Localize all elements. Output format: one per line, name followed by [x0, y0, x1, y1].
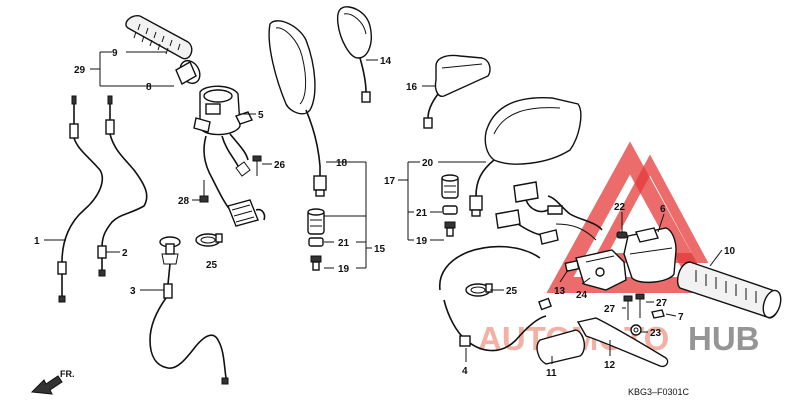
- left-mirror: [268, 20, 327, 197]
- callout-21-left: 21: [338, 238, 350, 249]
- callout-labels: 9 29 8 5 26 28 25 1 2 3 14 16 18 21 15 1…: [34, 48, 736, 379]
- callout-3: 3: [130, 286, 136, 297]
- callout-11: 11: [546, 368, 557, 379]
- screw-27-pair: [623, 293, 645, 320]
- right-grip: [676, 261, 782, 319]
- callout-27-right: 27: [656, 298, 668, 309]
- callout-8: 8: [146, 82, 152, 93]
- callout-23: 23: [650, 328, 662, 339]
- mirror-16: [423, 54, 491, 129]
- callout-22: 22: [614, 202, 626, 213]
- front-label: FR.: [60, 369, 75, 379]
- front-direction-marker: FR.: [30, 369, 75, 395]
- lever-boot-11: [536, 329, 586, 365]
- callout-4: 4: [462, 366, 468, 377]
- right-switch-wiring: [495, 181, 603, 245]
- callout-17: 17: [384, 176, 396, 187]
- cable-1: [57, 95, 104, 303]
- callout-24: 24: [576, 290, 588, 301]
- lever-bracket: [575, 249, 627, 291]
- callout-29: 29: [74, 65, 86, 76]
- callout-6: 6: [660, 204, 666, 215]
- right-mirror: [469, 97, 582, 217]
- callout-25-left: 25: [206, 260, 218, 271]
- callout-12: 12: [604, 360, 616, 371]
- mirror-14: [336, 6, 372, 103]
- callout-14: 14: [380, 56, 392, 67]
- callout-26: 26: [274, 160, 286, 171]
- watermark-text-hub: HUB: [688, 320, 760, 357]
- callout-7: 7: [678, 312, 684, 323]
- callout-20: 20: [422, 158, 434, 169]
- callout-13: 13: [554, 286, 566, 297]
- callout-2: 2: [122, 248, 128, 259]
- callout-21-right: 21: [416, 208, 428, 219]
- callout-19-right: 19: [416, 236, 428, 247]
- callout-10: 10: [724, 246, 736, 257]
- callout-25-right: 25: [506, 286, 518, 297]
- callout-19-left: 19: [338, 264, 350, 275]
- cable-clip-left: [195, 233, 223, 247]
- callout-9: 9: [112, 48, 118, 59]
- mirror-adapter-right: [441, 174, 459, 237]
- screw-28: [199, 180, 209, 203]
- callout-18: 18: [336, 158, 348, 169]
- callout-16: 16: [406, 82, 418, 93]
- screw-22: [616, 218, 628, 239]
- bolt-13: [564, 260, 580, 272]
- callout-15: 15: [374, 244, 386, 255]
- lever-12: [576, 317, 669, 368]
- right-switch-housing: [623, 227, 677, 284]
- leader-lines: [44, 51, 723, 364]
- callout-1: 1: [34, 236, 40, 247]
- callout-28: 28: [178, 196, 190, 207]
- grip-end-collar: [175, 59, 201, 85]
- diagram-code: KBG3–F0301C: [628, 387, 690, 397]
- callout-27-left: 27: [604, 304, 616, 315]
- screw-26: [252, 155, 262, 176]
- left-grip: [125, 15, 193, 60]
- cable-2: [97, 95, 148, 277]
- mirror-adapter-left: [307, 208, 325, 271]
- cable-clip-right: [465, 283, 493, 297]
- watermark-triangle: [546, 141, 714, 293]
- callout-5: 5: [258, 110, 264, 121]
- pivot-bolt-7: [651, 309, 665, 319]
- left-switch-housing: [193, 85, 266, 227]
- cable-3: [149, 236, 229, 385]
- nut-23: [630, 324, 642, 336]
- cable-4: [439, 245, 552, 352]
